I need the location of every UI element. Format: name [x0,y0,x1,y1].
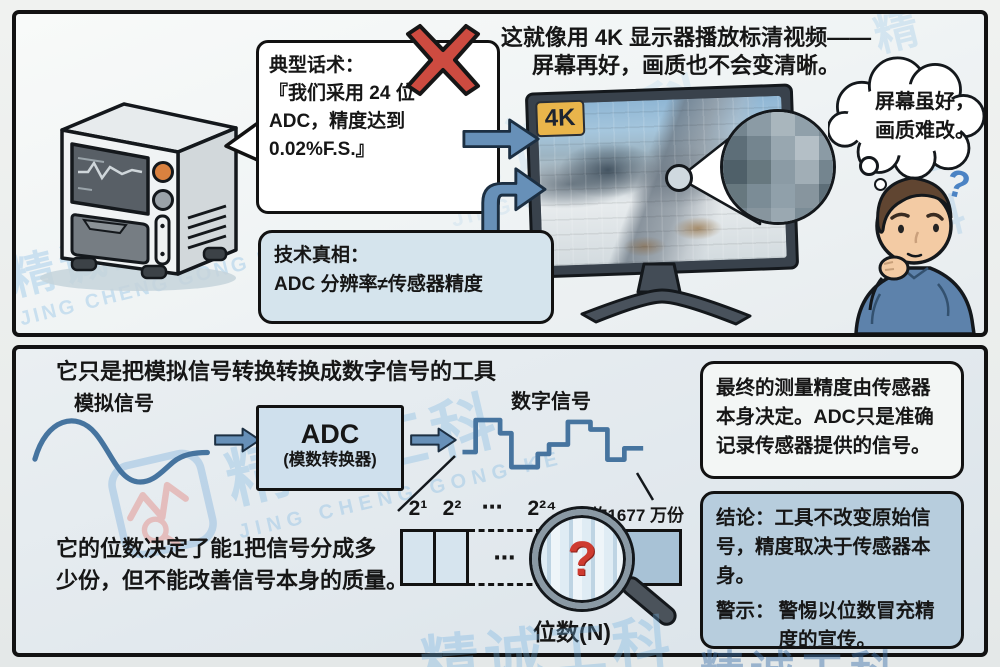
pointer-lines [397,455,655,512]
bit-label-2-1: 2¹ [408,497,428,520]
thought-trail-dot [859,156,879,176]
bar-cell [433,529,469,586]
bent-arrow-icon [481,167,547,234]
bit-label-2-2: 2² [442,497,462,520]
warning-text: 警惕以位数冒充精度的宣传。 [778,600,935,651]
truth-box: 技术真相： ADC 分辨率≠传感器精度 [258,230,554,324]
digital-waveform [462,417,644,470]
warning-paragraph: 警示： 警惕以位数冒充精度的宣传。 [716,597,948,653]
analog-waveform [32,418,210,485]
caption-line-1: 这就像用 4K 显示器播放标清视频—— [500,25,872,50]
bits-axis-label: 位数(N) [533,619,611,645]
red-x-icon [406,24,480,96]
pixel-zoom-circle [720,109,836,225]
conclusion-box: 结论：工具不改变原始信号，精度取决于传感器本身。 警示： 警惕以位数冒充精度的宣… [700,491,964,651]
thought-text: 屏幕虽好， 画质难改。 [850,88,984,146]
top-caption: 这就像用 4K 显示器播放标清视频—— 屏幕再好，画质也不会变清晰。 [471,24,901,80]
adc-subtitle: (模数转换器) [283,451,377,469]
warning-label: 警示： [716,600,775,622]
thought-line-2: 画质难改。 [875,120,975,142]
bar-dots: ⋯ [493,545,518,570]
bubble-title: 典型话术： [269,55,365,76]
conclusion-paragraph: 结论：工具不改变原始信号，精度取决于传感器本身。 [716,504,948,591]
conclusion-label: 结论： [716,507,775,529]
instrument-icon [40,102,238,291]
arrow-right-icon [462,118,540,160]
monitor-stand [580,262,752,326]
note-line-1: 它的位数决定了能1把信号分成多 [56,536,377,561]
arrow-right-icon [410,427,457,453]
4k-badge: 4K [535,99,586,138]
truth-body: ADC 分辨率≠传感器精度 [274,274,483,295]
bar-ellipsis-section: ⋯ [469,529,542,586]
adc-title: ADC [300,419,360,449]
adc-box: ADC (模数转换器) [256,405,404,491]
pixel-grid [723,112,833,222]
conclusion-text: 工具不改变原始信号，精度取决于传感器本身。 [716,507,931,587]
top-panel: 精诚工科 JING CHENG GONG KE 精诚工科 JING CHENG … [12,10,988,337]
accuracy-note-box: 最终的测量精度由传感器本身决定。ADC只是准确记录传感器提供的信号。 [700,361,964,479]
bit-label-2-24: 2²⁴ [527,497,557,520]
truth-title: 技术真相： [274,245,370,266]
thought-trail-dot [874,178,887,191]
bubble-line: 『我们采用 24 位 [269,83,415,104]
digital-signal-label: 数字信号 [511,391,591,413]
bottom-panel: 精诚工科 JING CHENG GONG KE 精诚工科 它只是把模拟信号转换转… [12,345,988,657]
bubble-line: 0.02%F.S.』 [269,139,375,160]
thought-line-1: 屏幕虽好， [875,91,975,113]
analog-signal-label: 模拟信号 [74,393,154,415]
bits-note: 它的位数决定了能1把信号分成多 少份，但不能改善信号本身的质量。 [56,533,408,597]
magnifier-question-mark: ? [567,532,597,586]
thinking-man [854,176,976,333]
magnifier-icon: ? [532,509,632,609]
accuracy-note-text: 最终的测量精度由传感器本身决定。ADC只是准确记录传感器提供的信号。 [716,377,934,457]
note-line-2: 少份，但不能改善信号本身的质量。 [56,568,409,593]
caption-line-2: 屏幕再好，画质也不会变清晰。 [531,53,840,78]
bubble-line: ADC，精度达到 [269,111,406,132]
panel2-title: 它只是把模拟信号转换转换成数字信号的工具 [56,359,497,384]
bit-label-dots: ⋯ [481,496,503,519]
arrow-right-icon [214,427,261,453]
zoom-source-dot [665,164,693,192]
